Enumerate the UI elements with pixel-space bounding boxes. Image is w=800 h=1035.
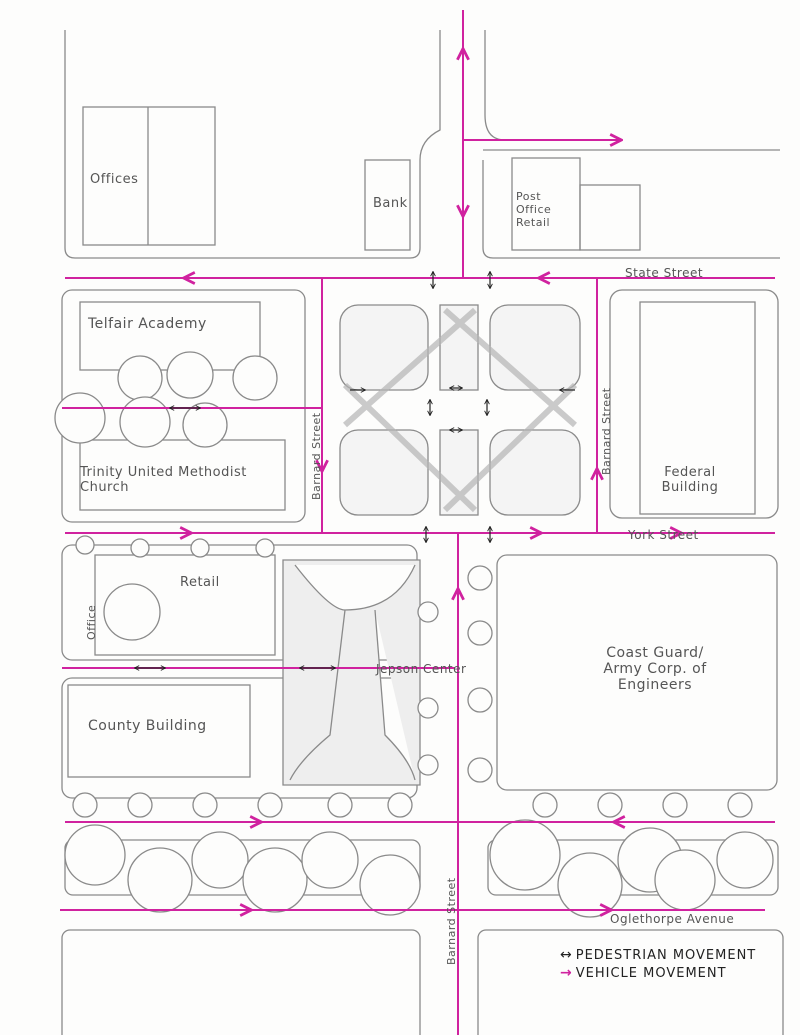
building-offices bbox=[82, 106, 216, 246]
label-federal: Federal Building bbox=[661, 465, 719, 495]
trees bbox=[54, 351, 774, 918]
label-office: Office bbox=[85, 604, 98, 640]
label-jepson: Jepson Center bbox=[376, 662, 467, 676]
label-trinity: Trinity United Methodist Church bbox=[80, 465, 247, 495]
label-retail: Retail bbox=[180, 575, 220, 590]
block-coast-guard bbox=[496, 554, 778, 791]
building-federal bbox=[639, 301, 756, 515]
legend: ↔PEDESTRIAN MOVEMENT →VEHICLE MOVEMENT bbox=[560, 946, 756, 982]
label-york-street: York Street bbox=[628, 528, 699, 542]
vehicle-arrow-icon: → bbox=[560, 965, 573, 981]
legend-pedestrian: ↔PEDESTRIAN MOVEMENT bbox=[560, 946, 756, 964]
building-bank bbox=[364, 159, 411, 251]
label-bank: Bank bbox=[373, 196, 408, 211]
label-barnard-west: Barnard Street bbox=[310, 412, 323, 500]
label-barnard-east: Barnard Street bbox=[600, 387, 613, 475]
plaza-paths bbox=[342, 307, 578, 513]
label-county: County Building bbox=[88, 718, 207, 734]
block-federal bbox=[609, 289, 779, 519]
label-coast-guard: Coast Guard/ Army Corp. of Engineers bbox=[603, 645, 707, 693]
building-retail bbox=[94, 554, 276, 656]
label-post-office: Post Office Retail bbox=[516, 190, 552, 229]
building-trinity bbox=[79, 439, 286, 511]
legend-pedestrian-label: PEDESTRIAN MOVEMENT bbox=[575, 947, 757, 963]
building-county bbox=[67, 684, 251, 778]
building-telfair bbox=[79, 301, 261, 371]
block-northwest bbox=[64, 30, 441, 259]
block-south-west bbox=[61, 929, 421, 1035]
label-state-street: State Street bbox=[625, 266, 704, 280]
pedestrian-routes bbox=[135, 272, 575, 668]
block-south-east bbox=[477, 929, 784, 1035]
label-barnard-south: Barnard Street bbox=[445, 877, 458, 965]
building-jepson bbox=[282, 559, 421, 786]
pedestrian-arrow-icon: ↔ bbox=[560, 947, 573, 963]
legend-vehicle-label: VEHICLE MOVEMENT bbox=[575, 965, 727, 981]
label-telfair: Telfair Academy bbox=[88, 316, 207, 332]
square bbox=[339, 304, 581, 516]
label-offices: Offices bbox=[90, 172, 139, 187]
label-oglethorpe: Oglethorpe Avenue bbox=[610, 912, 735, 926]
vehicle-routes bbox=[60, 10, 775, 1035]
legend-vehicle: →VEHICLE MOVEMENT bbox=[560, 964, 756, 982]
